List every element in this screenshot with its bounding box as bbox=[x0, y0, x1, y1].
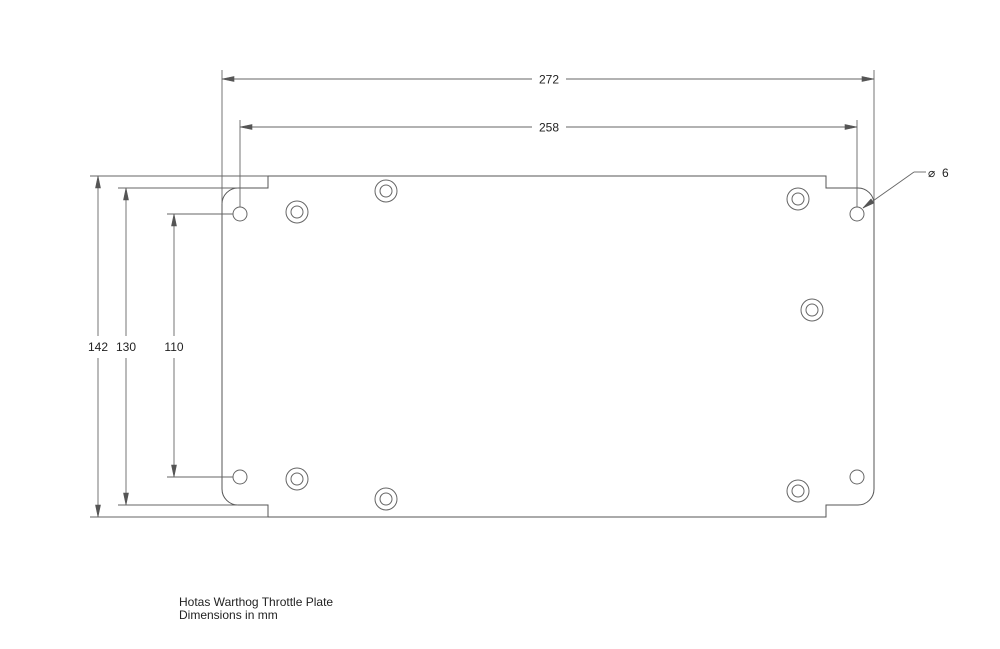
arrow-down-icon bbox=[95, 504, 101, 518]
diameter-callout: ⌀ 6 bbox=[862, 166, 949, 209]
leader-arrow-icon bbox=[862, 198, 875, 209]
arrow-left-icon bbox=[239, 124, 253, 130]
dimension-110: 110 bbox=[164, 213, 233, 478]
dimension-label-142: 142 bbox=[88, 340, 108, 354]
countersunk-hole bbox=[374, 487, 398, 511]
countersunk-holes bbox=[285, 179, 824, 511]
dimension-142: 142 bbox=[88, 175, 268, 518]
arrow-up-icon bbox=[95, 175, 101, 189]
countersunk-hole bbox=[786, 479, 810, 503]
arrow-up-icon bbox=[123, 187, 129, 201]
arrow-left-icon bbox=[221, 76, 235, 82]
dimension-130: 130 bbox=[116, 187, 238, 506]
drawing-title: Hotas Warthog Throttle Plate bbox=[179, 595, 334, 609]
arrow-down-icon bbox=[123, 492, 129, 506]
dimension-label-258: 258 bbox=[539, 121, 559, 135]
arrow-up-icon bbox=[171, 213, 177, 227]
dimension-label-272: 272 bbox=[539, 73, 559, 87]
arrow-right-icon bbox=[861, 76, 875, 82]
mounting-hole-bottom-right bbox=[849, 469, 865, 485]
countersunk-hole bbox=[374, 179, 398, 203]
mounting-holes bbox=[232, 206, 865, 485]
units-note: Dimensions in mm bbox=[179, 608, 278, 622]
dimension-label-110: 110 bbox=[164, 340, 183, 354]
plate-outline bbox=[221, 175, 875, 518]
mounting-hole-bottom-left bbox=[232, 469, 248, 485]
arrow-down-icon bbox=[171, 464, 177, 478]
countersunk-hole bbox=[285, 200, 309, 224]
mounting-hole-top-right bbox=[849, 206, 865, 222]
arrow-right-icon bbox=[844, 124, 858, 130]
countersunk-hole bbox=[800, 298, 824, 322]
drawing-caption: Hotas Warthog Throttle Plate Dimensions … bbox=[179, 596, 333, 622]
dimension-272: 272 bbox=[221, 70, 875, 204]
dimension-258: 258 bbox=[239, 120, 858, 207]
mounting-hole-top-left bbox=[232, 206, 248, 222]
dimension-label-130: 130 bbox=[116, 340, 136, 354]
diameter-symbol: ⌀ bbox=[928, 166, 935, 180]
countersunk-hole bbox=[786, 187, 810, 211]
countersunk-hole bbox=[285, 467, 309, 491]
diameter-value: 6 bbox=[942, 166, 949, 180]
